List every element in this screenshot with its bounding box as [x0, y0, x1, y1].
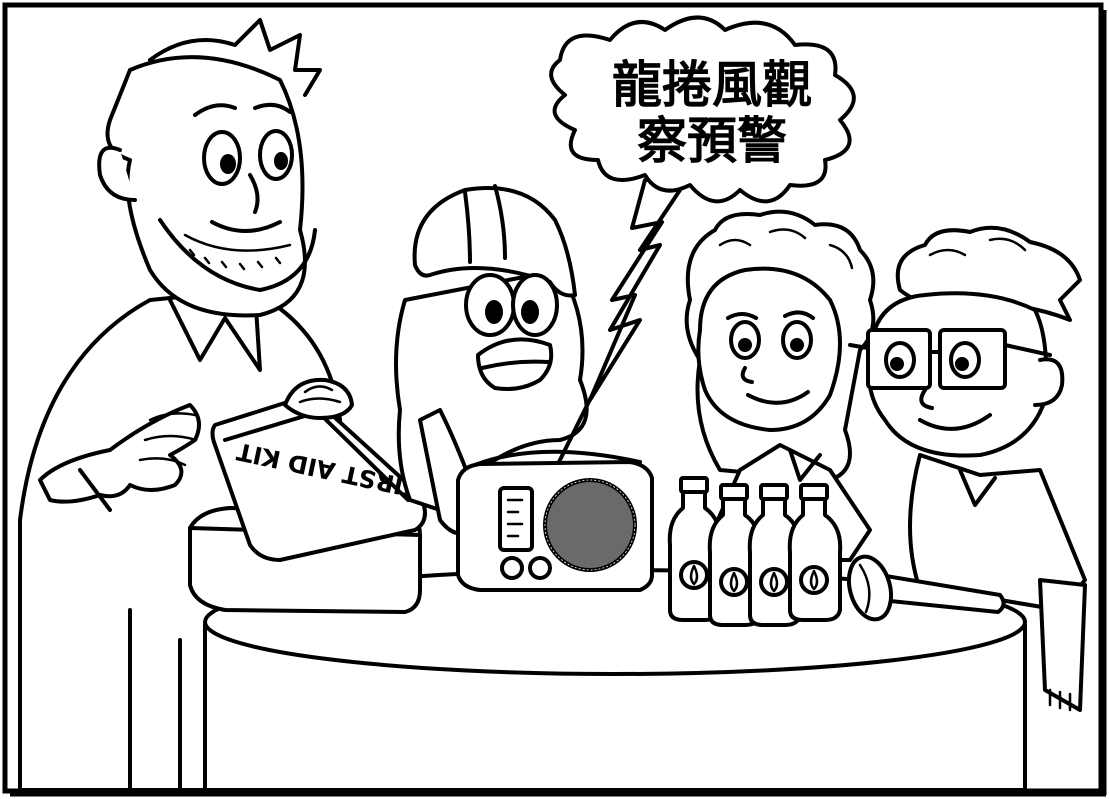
speech-bubble: 龍捲風觀 察預警: [549, 15, 856, 204]
speech-bubble-line-1: 龍捲風觀: [612, 56, 812, 114]
radio-speaker: [543, 478, 637, 572]
water-bottle: [787, 483, 843, 622]
lightning-bolt: [588, 173, 692, 402]
boy-figure: [848, 225, 1087, 712]
water-bottle: [667, 476, 723, 622]
water-bottle: [747, 483, 803, 627]
radio: [456, 351, 654, 592]
water-bottle: [707, 483, 763, 627]
water-bottles: [667, 476, 843, 627]
speech-bubble-line-2: 察預警: [637, 112, 787, 170]
microphone: [846, 554, 1006, 622]
